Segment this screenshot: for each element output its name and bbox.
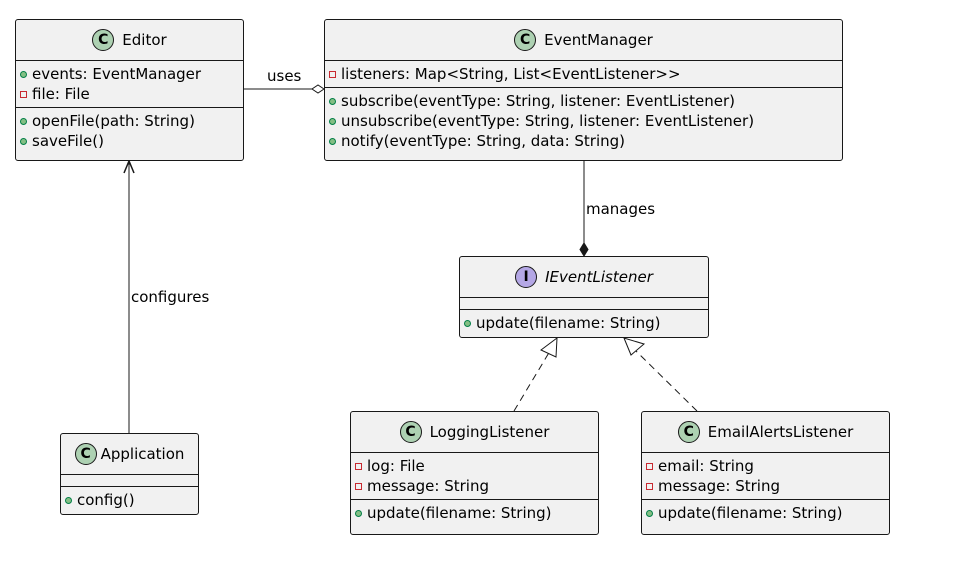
- logging-listener-attributes: log: File message: String: [351, 453, 598, 500]
- attribute-text: message: String: [658, 477, 780, 495]
- configures-dependency: configures: [123, 159, 209, 433]
- method-row: update(filename: String): [355, 503, 598, 523]
- method-text: openFile(path: String): [32, 112, 195, 130]
- method-row: config(): [65, 490, 198, 510]
- private-marker-icon: [646, 462, 653, 470]
- attribute-text: log: File: [367, 457, 425, 475]
- private-marker-icon: [20, 90, 27, 98]
- editor-name: Editor: [122, 31, 167, 49]
- attribute-row: log: File: [355, 456, 598, 476]
- public-marker-icon: [355, 509, 362, 517]
- method-row: subscribe(eventType: String, listener: E…: [329, 91, 842, 111]
- application-name: Application: [100, 445, 185, 463]
- event-manager-attributes: listeners: Map<String, List<EventListene…: [325, 61, 842, 88]
- editor-header: C Editor: [16, 20, 243, 61]
- manages-label: manages: [586, 200, 655, 218]
- email-realization: [623, 337, 698, 412]
- method-row: unsubscribe(eventType: String, listener:…: [329, 111, 842, 131]
- attribute-text: file: File: [32, 85, 90, 103]
- ievent-listener-attributes: [460, 298, 708, 310]
- logging-listener-methods: update(filename: String): [351, 500, 598, 526]
- editor-methods: openFile(path: String) saveFile(): [16, 108, 243, 154]
- logging-listener-name: LoggingListener: [429, 423, 550, 441]
- attribute-row: message: String: [646, 476, 889, 496]
- attribute-row: listeners: Map<String, List<EventListene…: [329, 64, 842, 84]
- arrowhead: [123, 159, 135, 174]
- uses-association: uses: [244, 67, 325, 94]
- method-row: update(filename: String): [464, 313, 708, 333]
- application-class: C Application config(): [60, 433, 199, 515]
- email-alerts-listener-class: C EmailAlertsListener email: String mess…: [641, 411, 890, 535]
- public-marker-icon: [20, 117, 27, 125]
- attribute-text: email: String: [658, 457, 754, 475]
- public-marker-icon: [646, 509, 653, 517]
- method-row: update(filename: String): [646, 503, 889, 523]
- attribute-row: file: File: [20, 84, 243, 104]
- method-row: saveFile(): [20, 131, 243, 151]
- class-badge-icon: C: [92, 29, 115, 51]
- method-text: update(filename: String): [476, 314, 661, 332]
- public-marker-icon: [464, 319, 471, 327]
- public-marker-icon: [20, 70, 27, 78]
- method-text: subscribe(eventType: String, listener: E…: [341, 92, 736, 110]
- ievent-listener-interface: I IEventListener update(filename: String…: [459, 256, 709, 338]
- email-alerts-listener-methods: update(filename: String): [642, 500, 889, 526]
- attribute-row: events: EventManager: [20, 64, 243, 84]
- attribute-text: listeners: Map<String, List<EventListene…: [341, 65, 681, 83]
- application-methods: config(): [61, 487, 198, 513]
- method-row: openFile(path: String): [20, 111, 243, 131]
- public-marker-icon: [329, 117, 336, 125]
- method-text: saveFile(): [32, 132, 104, 150]
- composition-diamond: [579, 242, 589, 257]
- class-badge-icon: C: [399, 421, 422, 443]
- method-text: notify(eventType: String, data: String): [341, 132, 626, 150]
- ievent-listener-methods: update(filename: String): [460, 310, 708, 336]
- event-manager-header: C EventManager: [325, 20, 842, 61]
- method-row: notify(eventType: String, data: String): [329, 131, 842, 151]
- event-manager-class: C EventManager listeners: Map<String, Li…: [324, 19, 843, 161]
- email-alerts-listener-header: C EmailAlertsListener: [642, 412, 889, 453]
- event-manager-name: EventManager: [544, 31, 653, 49]
- public-marker-icon: [65, 496, 72, 504]
- class-badge-icon: C: [74, 443, 97, 465]
- application-header: C Application: [61, 434, 198, 475]
- private-marker-icon: [329, 70, 336, 78]
- email-alerts-listener-attributes: email: String message: String: [642, 453, 889, 500]
- attribute-row: email: String: [646, 456, 889, 476]
- method-text: update(filename: String): [658, 504, 843, 522]
- realization-triangle: [540, 336, 558, 358]
- method-text: unsubscribe(eventType: String, listener:…: [341, 112, 755, 130]
- private-marker-icon: [646, 482, 653, 490]
- logging-realization: [513, 336, 558, 412]
- uses-label: uses: [267, 67, 302, 85]
- method-text: update(filename: String): [367, 504, 552, 522]
- manages-composition: manages: [579, 161, 655, 257]
- public-marker-icon: [20, 137, 27, 145]
- attribute-text: message: String: [367, 477, 489, 495]
- application-attributes: [61, 475, 198, 487]
- class-badge-icon: C: [677, 421, 700, 443]
- private-marker-icon: [355, 482, 362, 490]
- logging-listener-class: C LoggingListener log: File message: Str…: [350, 411, 599, 535]
- logging-listener-header: C LoggingListener: [351, 412, 598, 453]
- private-marker-icon: [355, 462, 362, 470]
- configures-label: configures: [131, 288, 209, 306]
- editor-attributes: events: EventManager file: File: [16, 61, 243, 108]
- class-badge-icon: C: [514, 29, 537, 51]
- attribute-text: events: EventManager: [32, 65, 202, 83]
- method-text: config(): [77, 491, 135, 509]
- aggregation-diamond: [311, 84, 325, 94]
- public-marker-icon: [329, 97, 336, 105]
- attribute-row: message: String: [355, 476, 598, 496]
- email-alerts-listener-name: EmailAlertsListener: [707, 423, 854, 441]
- ievent-listener-header: I IEventListener: [460, 257, 708, 298]
- realization-triangle: [623, 337, 646, 356]
- event-manager-methods: subscribe(eventType: String, listener: E…: [325, 88, 842, 154]
- public-marker-icon: [329, 137, 336, 145]
- editor-class: C Editor events: EventManager file: File…: [15, 19, 244, 161]
- interface-badge-icon: I: [515, 266, 538, 288]
- ievent-listener-name: IEventListener: [545, 268, 653, 286]
